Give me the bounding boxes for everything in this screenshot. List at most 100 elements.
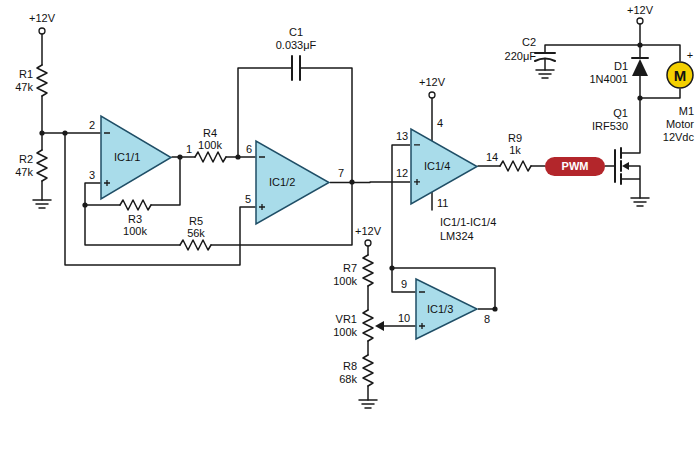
supply-label: +12V: [627, 5, 653, 16]
capacitor-symbol: [292, 56, 300, 80]
part-value: 100k: [198, 140, 222, 151]
part-value: 1k: [509, 145, 521, 156]
diode-symbol: [632, 59, 648, 76]
pin-number: 2: [89, 120, 95, 131]
part-name: R3: [128, 214, 142, 225]
potentiometer-symbol: [363, 310, 373, 341]
pin-number: 14: [486, 152, 498, 163]
part-label: IC1/1: [114, 152, 140, 163]
part-value: 68k: [339, 374, 357, 385]
tag-outline: [545, 157, 605, 176]
wire: [368, 246, 415, 400]
part-value: 47k: [15, 82, 33, 93]
resistor-symbol: [363, 255, 373, 286]
part-label: IC1/3: [427, 304, 453, 315]
part-value: 100k: [123, 226, 147, 237]
part-name: R2: [19, 154, 33, 165]
supply-label: +12V: [29, 13, 55, 24]
pin-number: 10: [398, 313, 410, 324]
chip-label: LM324: [440, 231, 474, 242]
resistor-symbol: [500, 161, 531, 171]
resistor-symbol: [363, 355, 373, 386]
junction-dot: [62, 130, 67, 135]
opamp-symbol: IC1/1: [100, 115, 172, 200]
resistor-symbol: [195, 152, 226, 162]
part-name: R4: [203, 128, 217, 139]
pin-number: 8: [484, 314, 490, 325]
part-name: D1: [614, 61, 628, 72]
ground-symbol: [359, 400, 377, 408]
junction-dot: [637, 42, 642, 47]
motor-outline: [667, 62, 693, 88]
ground-symbol: [631, 198, 649, 206]
opamp-symbol: IC1/4: [410, 128, 478, 205]
pin-number: 7: [338, 168, 344, 179]
part-name: C2: [522, 37, 536, 48]
part-name: M1: [679, 106, 694, 117]
part-label: IC1/2: [269, 177, 295, 188]
part-name: R7: [343, 263, 357, 274]
supply-label: +12V: [355, 226, 381, 237]
part-name: C1: [289, 27, 303, 38]
wiper-arrow: [375, 321, 384, 331]
input-polarity-sign: [419, 292, 425, 329]
polarity-mark: +: [687, 50, 693, 61]
part-value: 0.033μF: [276, 40, 317, 51]
mosfet-symbol: [615, 148, 621, 184]
resistor-symbol: [120, 200, 151, 210]
part-name: R9: [508, 133, 522, 144]
ground-symbol: [536, 70, 554, 78]
part-name: Q1: [613, 108, 628, 119]
pin-number: 5: [245, 194, 251, 205]
junction-dot: [82, 202, 87, 207]
pin-number: 3: [89, 170, 95, 181]
supply-terminal: [429, 92, 435, 98]
input-polarity-sign: [259, 157, 265, 210]
pin-number: 4: [437, 118, 443, 129]
junction-dot: [637, 95, 642, 100]
signal-tag: PWM: [545, 157, 605, 176]
chip-label: IC1/1-IC1/4: [440, 217, 496, 228]
part-value: 1N4001: [589, 74, 628, 85]
capacitor-symbol: [535, 53, 555, 61]
pin-number: 1: [186, 144, 192, 155]
resistor-symbol: [37, 65, 47, 96]
opamp-outline: [411, 129, 477, 204]
opamp-outline: [101, 116, 171, 199]
part-name: R5: [189, 216, 203, 227]
supply-terminal: [365, 240, 371, 246]
part-value: 47k: [15, 167, 33, 178]
opamp-symbol: IC1/2: [255, 140, 330, 225]
pin-number: 6: [246, 144, 252, 155]
part-value: IRF530: [592, 121, 628, 132]
resistor-symbol: [180, 240, 211, 250]
part-label: M: [674, 68, 687, 83]
part-label: PWM: [562, 161, 589, 172]
part-value: 56k: [187, 228, 205, 239]
opamp-symbol: IC1/3: [415, 278, 478, 340]
ground-symbol: [33, 200, 51, 208]
part-name: R1: [19, 69, 33, 80]
opamp-outline: [256, 141, 329, 224]
supply-terminal: [39, 28, 45, 34]
junction-dot: [235, 154, 240, 159]
resistor-symbol: [37, 150, 47, 181]
wire-connector: [330, 181, 410, 183]
opamp-outline: [416, 279, 477, 339]
part-value: 220μF: [505, 51, 536, 62]
junction-dot: [177, 154, 182, 159]
junction-dot: [39, 130, 44, 135]
pin-number: 13: [396, 131, 408, 142]
wire: [432, 98, 640, 210]
part-value: 12Vdc: [663, 132, 694, 143]
part-label: IC1/4: [424, 161, 450, 172]
part-name: R8: [343, 361, 357, 372]
part-value: 100k: [333, 276, 357, 287]
input-polarity-sign: [414, 145, 420, 185]
pin-number: 11: [437, 198, 448, 209]
motor-symbol: M: [666, 61, 694, 89]
